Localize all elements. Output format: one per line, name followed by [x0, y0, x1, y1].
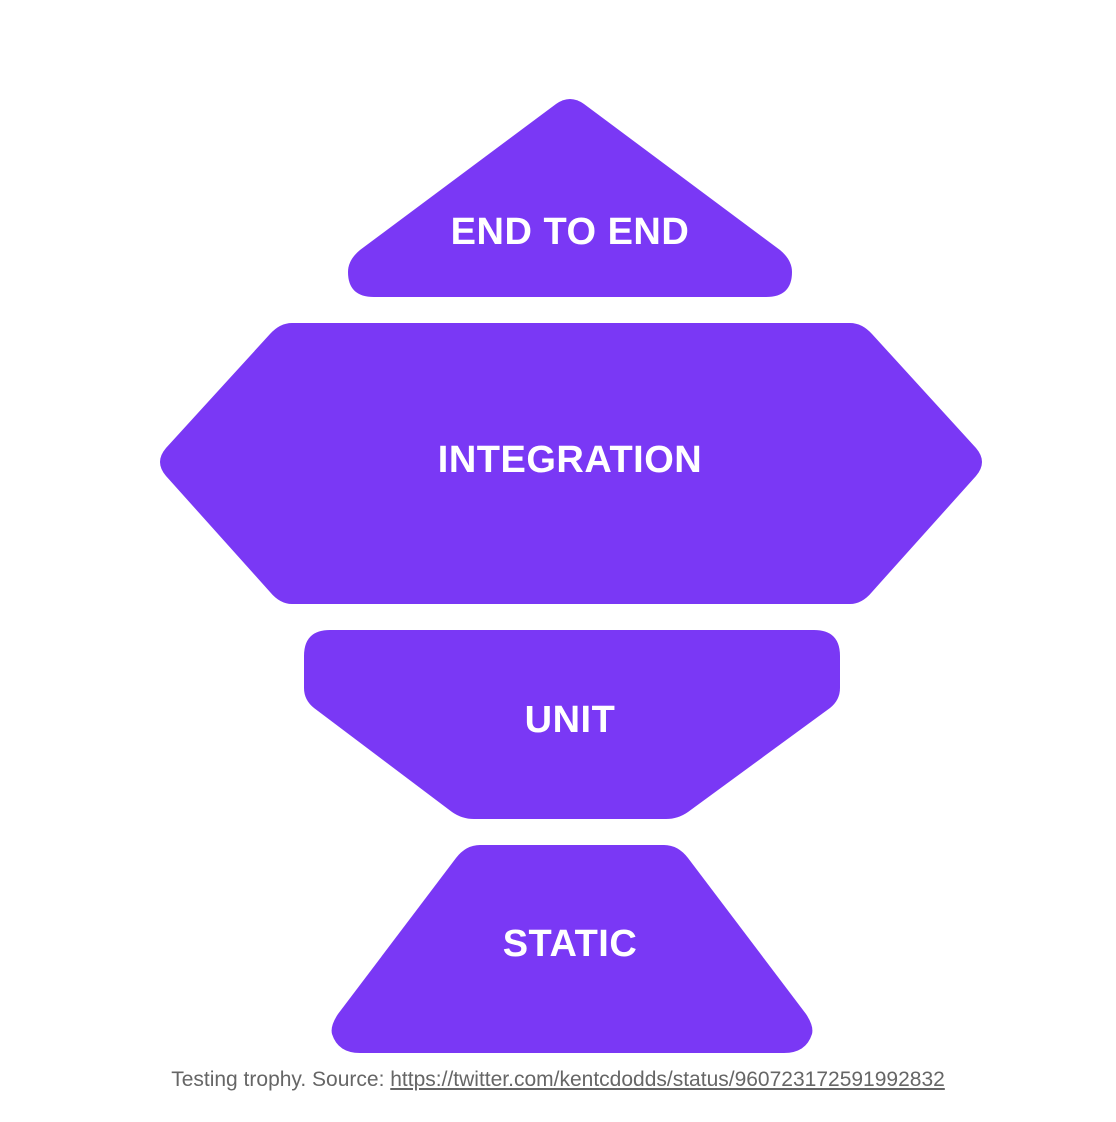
testing-trophy-diagram: END TO END INTEGRATION UNIT STATIC: [160, 99, 982, 1053]
integration-shape: [160, 323, 982, 604]
static-shape: [331, 845, 813, 1053]
static-label: STATIC: [503, 923, 638, 965]
caption-prefix: Testing trophy. Source:: [171, 1068, 391, 1091]
tier-unit: UNIT: [304, 630, 840, 819]
unit-shape: [304, 630, 840, 819]
tier-integration: INTEGRATION: [160, 323, 982, 604]
unit-label: UNIT: [525, 699, 616, 741]
end-to-end-label: END TO END: [451, 211, 690, 253]
tier-end-to-end: END TO END: [348, 99, 792, 297]
end-to-end-shape: [348, 99, 792, 297]
figure-caption: Testing trophy. Source: https://twitter.…: [0, 1068, 1116, 1092]
integration-label: INTEGRATION: [438, 439, 702, 481]
source-link[interactable]: https://twitter.com/kentcdodds/status/96…: [390, 1068, 945, 1091]
tier-static: STATIC: [331, 845, 813, 1053]
